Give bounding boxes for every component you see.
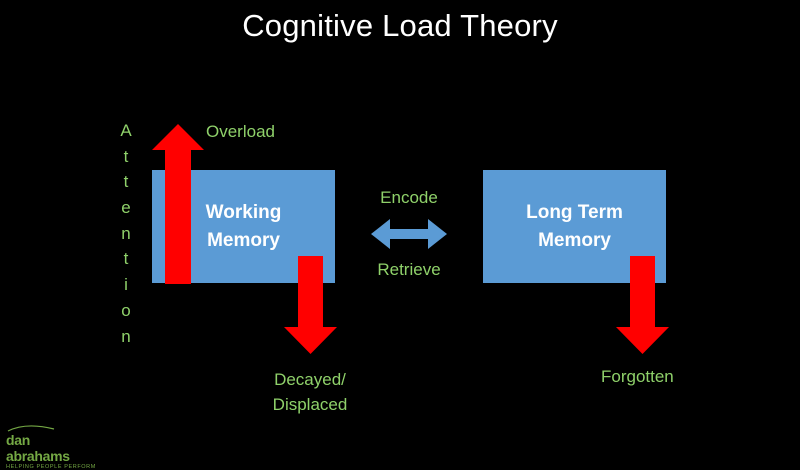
attention-letter: i [124, 275, 128, 295]
logo-swoosh-icon [7, 425, 55, 432]
attention-letter: n [121, 326, 131, 346]
encode-label: Encode [380, 188, 438, 207]
logo-tagline: HELPING PEOPLE PERFORM [6, 464, 96, 470]
attention-letter: o [121, 300, 131, 320]
slide-title: Cognitive Load Theory [242, 8, 558, 43]
overload-arrow [152, 124, 204, 284]
long-term-memory-label-line2: Memory [538, 229, 611, 251]
decayed-label-line1: Decayed/ [274, 370, 346, 389]
overload-label: Overload [206, 122, 275, 141]
retrieve-label: Retrieve [377, 260, 441, 279]
attention-letter: n [121, 223, 131, 243]
decayed-displaced-label: Decayed/ Displaced [255, 367, 365, 417]
encode-retrieve-arrow [371, 219, 447, 249]
working-memory-label-line2: Memory [207, 229, 280, 251]
attention-letter: t [123, 172, 129, 192]
working-memory-label-line1: Working [205, 201, 282, 223]
logo-text: dan abrahams [6, 432, 70, 464]
logo: dan abrahams HELPING PEOPLE PERFORM [6, 424, 96, 470]
attention-letter: t [123, 146, 129, 166]
forgotten-label: Forgotten [601, 367, 674, 386]
attention-letter: A [120, 121, 132, 140]
decay-arrow [284, 256, 337, 354]
forget-arrow [616, 256, 669, 354]
attention-label: A t t e n t i o n [115, 118, 137, 349]
long-term-memory-label-line1: Long Term [526, 201, 623, 223]
arrows-layer [152, 124, 669, 354]
decayed-label-line2: Displaced [272, 395, 348, 414]
attention-letter: e [121, 198, 131, 218]
attention-letter: t [123, 249, 129, 269]
